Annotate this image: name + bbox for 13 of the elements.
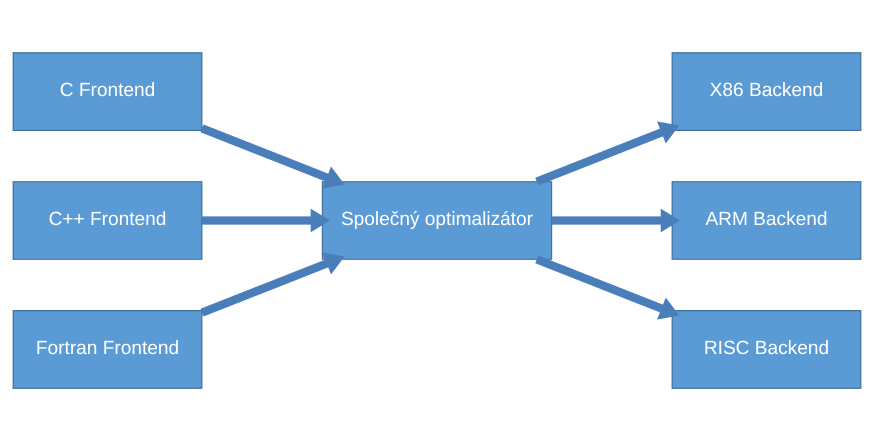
node-box: RISC Backend <box>672 310 862 388</box>
node-box: X86 Backend <box>672 52 862 130</box>
arrow <box>535 121 680 186</box>
node-box: Fortran Frontend <box>12 310 202 388</box>
node-box: C++ Frontend <box>12 180 202 260</box>
arrow <box>535 254 680 319</box>
arrow <box>552 208 680 232</box>
arrow <box>200 124 345 188</box>
arrow <box>200 252 345 316</box>
arrow <box>202 208 330 232</box>
node-box: ARM Backend <box>672 180 862 260</box>
node-box: C Frontend <box>12 52 202 130</box>
node-box: Společný optimalizátor <box>322 180 552 260</box>
